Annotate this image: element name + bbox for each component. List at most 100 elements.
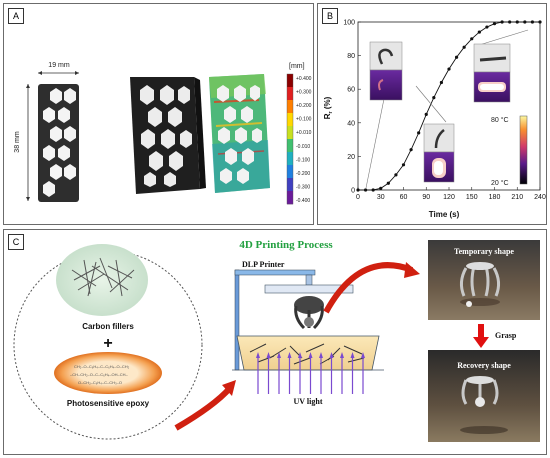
data-point — [508, 20, 512, 24]
materials-circle — [13, 250, 203, 440]
colorbar-tick-label: -0.100 — [296, 157, 310, 163]
temporary-shape-photo — [428, 240, 540, 320]
inset-initial-state — [369, 41, 403, 101]
temperature-colorbar: 80 °C 20 °C — [491, 115, 528, 187]
arrow-materials-to-printer — [174, 385, 233, 431]
data-point — [386, 181, 390, 185]
uv-ray-head — [298, 352, 302, 358]
data-point — [530, 20, 535, 24]
x-tick-label: 180 — [489, 194, 501, 201]
data-point — [371, 188, 375, 192]
carbon-fillers-blob — [56, 244, 148, 316]
carbon-fillers-label: Carbon fillers — [82, 322, 134, 331]
y-tick-label: 40 — [347, 120, 355, 127]
colorbar-segment — [287, 139, 293, 153]
temperature-max-label: 80 °C — [491, 116, 509, 124]
data-point — [454, 55, 459, 59]
data-point — [379, 186, 383, 190]
colorbar-segment — [287, 126, 293, 140]
grasp-label: Grasp — [495, 331, 517, 340]
colorbar-segment — [287, 74, 293, 88]
x-tick-label: 90 — [422, 194, 430, 201]
process-title: 4D Printing Process — [239, 239, 333, 251]
grasp-arrow-shaft — [478, 324, 484, 338]
data-point — [523, 20, 527, 24]
recovery-shape-photo — [428, 350, 540, 442]
colorbar-unit: [mm] — [289, 63, 305, 70]
data-point — [470, 37, 474, 41]
inset-recovered-state — [473, 43, 511, 103]
x-tick-label: 30 — [377, 194, 385, 201]
data-point — [500, 20, 504, 24]
uv-ray-head — [256, 352, 260, 358]
x-tick-label: 60 — [400, 194, 408, 201]
uv-ray-head — [340, 352, 344, 358]
data-point — [401, 163, 406, 167]
colorbar-tick-label: +0.100 — [296, 117, 312, 123]
data-point — [477, 30, 481, 34]
lattice-sample-angled — [130, 77, 206, 194]
y-tick-label: 0 — [351, 188, 355, 195]
panel-a: A 19 mm 38 mm — [3, 3, 314, 225]
plus-sign: + — [103, 335, 112, 352]
colorbar-segment — [287, 113, 293, 127]
y-tick-label: 60 — [347, 87, 355, 94]
panel-c: C — [3, 229, 547, 455]
photosensitive-epoxy-blob — [54, 352, 162, 394]
data-point — [409, 148, 413, 152]
panel-b-label: B — [322, 8, 338, 24]
printed-gripper — [294, 296, 324, 330]
uv-ray-head — [361, 352, 365, 358]
data-point — [363, 188, 368, 192]
printer-carriage — [305, 274, 313, 286]
dim-height-label: 38 mm — [14, 131, 21, 153]
x-tick-label: 240 — [534, 194, 546, 201]
carbon-fiber-strands — [71, 257, 135, 297]
build-platform — [264, 284, 354, 294]
uv-ray-head — [266, 352, 271, 358]
y-tick-label: 100 — [343, 20, 355, 27]
y-tick-label: 20 — [347, 154, 355, 161]
uv-ray-head — [287, 352, 292, 358]
x-tick-label: 120 — [443, 194, 455, 201]
colorbar-segment — [287, 152, 293, 166]
colorbar-tick-label: -0.400 — [296, 198, 310, 204]
panel-a-figure: 19 mm 38 mm — [14, 62, 312, 205]
colorbar-tick-label: +0.010 — [296, 130, 312, 136]
arrow-printer-to-result — [323, 262, 414, 314]
uv-ray-head — [308, 352, 313, 358]
svg-text:O–CH₂–C₆H₄–C–CH₃–O: O–CH₂–C₆H₄–C–CH₃–O — [78, 380, 122, 385]
lattice-sample-flat — [38, 84, 79, 202]
colorbar-tick-label: +0.200 — [296, 103, 312, 109]
panel-c-label: C — [8, 234, 24, 250]
recovery-shape-label: Recovery shape — [457, 361, 511, 370]
x-axis-title: Time (s) — [429, 210, 460, 219]
resin-fibers — [249, 343, 365, 365]
process-diagram: Carbon fillers + CH₂–O–C₆H₄–C–C₆H₄–O–CH₂… — [13, 239, 540, 442]
uv-light-label: UV light — [294, 397, 323, 406]
printer-frame-post — [234, 269, 240, 371]
colorbar-segment — [287, 100, 293, 114]
lattice-deviation-map — [209, 74, 270, 193]
printer-top-bar — [234, 269, 316, 276]
colorbar-tick-label: -0.010 — [296, 144, 310, 150]
data-point — [485, 25, 489, 29]
colorbar-outline — [286, 73, 294, 205]
colorbar-tick-label: +0.300 — [296, 90, 312, 96]
svg-text:CH₂–O–C₆H₄–C–C₆H₄–O–CH₂: CH₂–O–C₆H₄–C–C₆H₄–O–CH₂ — [74, 364, 130, 369]
data-point — [515, 20, 519, 24]
temporary-shape-label: Temporary shape — [454, 247, 514, 256]
deviation-colorbar: +0.400+0.300+0.200+0.100+0.010-0.010-0.1… — [286, 73, 312, 205]
colorbar-segment — [287, 87, 293, 101]
x-tick-label: 0 — [356, 194, 360, 201]
panel-a-label: A — [8, 8, 24, 24]
uv-ray-head — [329, 352, 334, 358]
colorbar-segment — [287, 165, 293, 179]
colorbar-tick-label: -0.300 — [296, 184, 310, 190]
data-point — [432, 96, 436, 100]
data-point — [424, 112, 428, 116]
data-point — [439, 80, 444, 85]
colorbar-tick-label: -0.200 — [296, 171, 310, 177]
